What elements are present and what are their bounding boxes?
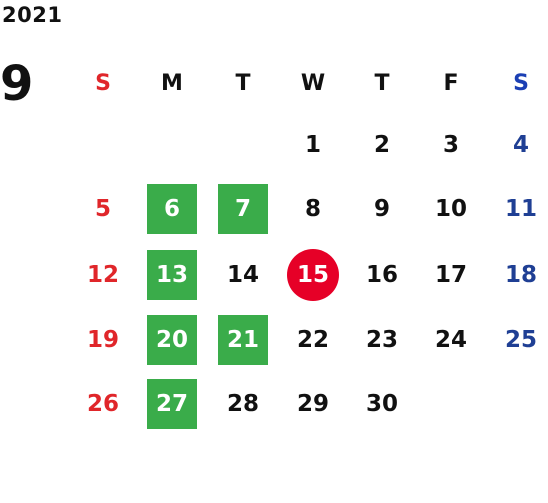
day-cell[interactable]: 12 (86, 261, 119, 288)
day-cell-empty (70, 114, 136, 176)
day-cell-empty (416, 372, 486, 436)
weekday-header-sunday: S (95, 70, 111, 96)
day-cell[interactable]: 11 (504, 196, 537, 222)
weekday-header-monday: M (161, 70, 183, 96)
today-marker: 15 (287, 248, 339, 301)
day-cell[interactable]: 14 (226, 261, 259, 288)
day-cell-holiday[interactable]: 20 (136, 307, 208, 372)
month-label: 9 (0, 56, 34, 112)
day-cell[interactable]: 17 (434, 261, 467, 288)
day-cell[interactable]: 9 (373, 196, 390, 222)
holiday-highlight: 21 (218, 314, 268, 365)
day-cell-holiday[interactable]: 7 (208, 176, 278, 242)
day-cell-empty (136, 114, 208, 176)
day-cell[interactable]: 18 (504, 261, 537, 288)
day-cell-today[interactable]: 15 (278, 242, 348, 307)
weekday-header-tuesday: T (235, 70, 251, 96)
day-cell[interactable]: 23 (365, 326, 398, 353)
day-cell-holiday[interactable]: 13 (136, 242, 208, 307)
holiday-highlight: 20 (147, 314, 197, 365)
day-cell[interactable]: 30 (365, 391, 398, 417)
day-cell[interactable]: 10 (434, 196, 467, 222)
holiday-highlight: 7 (218, 184, 268, 234)
day-cell[interactable]: 1 (304, 132, 321, 158)
day-cell[interactable]: 4 (512, 132, 529, 158)
day-cell[interactable]: 28 (226, 391, 259, 417)
holiday-highlight: 13 (147, 249, 197, 300)
day-cell[interactable]: 25 (504, 326, 537, 353)
day-cell[interactable]: 8 (304, 196, 321, 222)
day-cell[interactable]: 2 (373, 132, 390, 158)
weekday-header-saturday: S (513, 70, 529, 96)
day-cell[interactable]: 19 (86, 326, 119, 353)
year-label: 2021 (2, 3, 63, 27)
holiday-highlight: 6 (147, 184, 197, 234)
holiday-highlight: 27 (147, 379, 197, 429)
weekday-header-friday: F (443, 70, 459, 96)
weekday-header-wednesday: W (300, 70, 326, 96)
day-cell-holiday[interactable]: 27 (136, 372, 208, 436)
day-cell[interactable]: 26 (86, 391, 119, 417)
day-cell[interactable]: 3 (442, 132, 459, 158)
day-cell-holiday[interactable]: 21 (208, 307, 278, 372)
day-cell[interactable]: 24 (434, 326, 467, 353)
day-cell[interactable]: 29 (296, 391, 329, 417)
day-cell-empty (208, 114, 278, 176)
day-cell[interactable]: 5 (94, 196, 111, 222)
day-cell[interactable]: 22 (296, 326, 329, 353)
day-cell-holiday[interactable]: 6 (136, 176, 208, 242)
calendar-grid: S M T W T F S 1 2 3 4 5 6 7 8 9 10 11 12… (70, 52, 548, 436)
weekday-header-thursday: T (374, 70, 390, 96)
day-cell-empty (486, 372, 548, 436)
day-cell[interactable]: 16 (365, 261, 398, 288)
